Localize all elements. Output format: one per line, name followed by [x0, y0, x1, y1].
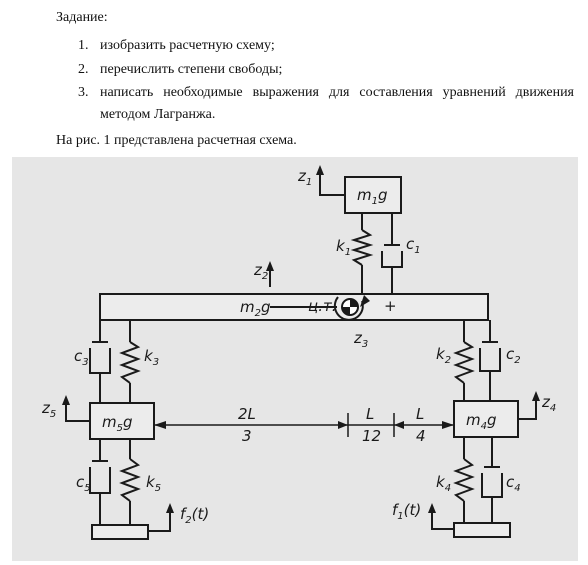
- mass-1-label: m1g: [357, 186, 388, 207]
- figure-background: [12, 157, 578, 561]
- mass-2-label: m2g: [240, 298, 271, 319]
- calculation-scheme-figure: m1g z1 k1 c1 z2 m2g ц.т. + z3 c3 k3 k2 c…: [12, 157, 578, 561]
- z4-label: z4: [541, 393, 556, 414]
- task-item-text: перечислить степени свободы;: [100, 62, 283, 77]
- task-item-number: 2.: [78, 62, 89, 77]
- dimension-L4-denominator: 4: [416, 427, 426, 445]
- damper-c4: [481, 466, 503, 523]
- task-item-1: 1. изобразить расчетную схему;: [56, 34, 574, 58]
- z1-label: z1: [297, 167, 312, 188]
- center-of-gravity-label: ц.т.: [308, 297, 336, 315]
- damper-c2: [479, 341, 501, 401]
- dimension-L12-denominator: 12: [362, 427, 381, 445]
- f2-label: f2(t): [180, 505, 209, 526]
- damper-c5: [89, 460, 111, 525]
- spring-k4: [453, 458, 475, 502]
- damper-c3: [89, 341, 111, 403]
- mass-1-box: [344, 176, 402, 214]
- task-item-text: изобразить расчетную схему;: [100, 38, 275, 53]
- c1-label: c1: [406, 235, 421, 256]
- f1-label: f1(t): [392, 501, 421, 522]
- task-list: 1. изобразить расчетную схему; 2. перечи…: [56, 34, 574, 126]
- k3-label: k3: [144, 347, 159, 368]
- damper-c1: [381, 244, 403, 294]
- base-left: [91, 524, 149, 540]
- task-title: Задание:: [56, 10, 108, 25]
- k5-label: k5: [146, 473, 161, 494]
- figure-intro: На рис. 1 представлена расчетная схема.: [56, 133, 297, 148]
- c4-label: c4: [506, 473, 521, 494]
- base-right: [453, 522, 511, 538]
- plus-sign: +: [384, 297, 397, 315]
- task-item-text: написать необходимые выражения для соста…: [100, 85, 574, 122]
- f1-arrow: [431, 509, 454, 530]
- task-item-number: 1.: [78, 38, 89, 53]
- dimension-2L-denominator: 3: [242, 427, 252, 445]
- beam-body-2: [99, 293, 489, 321]
- k2-label: k2: [436, 345, 451, 366]
- spring-k5: [119, 458, 141, 502]
- dimension-2L-numerator: 2L: [238, 405, 256, 423]
- k4-label: k4: [436, 473, 451, 494]
- z2-label: z2: [253, 261, 268, 282]
- spring-k1: [350, 229, 374, 266]
- dimension-L12-numerator: L: [366, 405, 374, 423]
- c2-label: c2: [506, 345, 521, 366]
- mass-5-label: m5g: [102, 413, 133, 434]
- dimension-L4-numerator: L: [416, 405, 424, 423]
- c5-label: c5: [76, 473, 91, 494]
- k1-label: k1: [336, 237, 351, 258]
- task-item-number: 3.: [78, 85, 89, 100]
- f2-arrow: [148, 509, 171, 532]
- z5-arrow: [65, 401, 90, 422]
- spring-k2: [453, 341, 475, 384]
- z3-rotation-arrow: [333, 296, 364, 321]
- mass-5-box: [89, 402, 155, 440]
- z5-label: z5: [41, 399, 56, 420]
- z3-label: z3: [353, 329, 368, 350]
- task-item-3: 3. написать необходимые выражения для со…: [56, 82, 574, 126]
- z1-arrow: [319, 171, 345, 196]
- c3-label: c3: [74, 347, 89, 368]
- mass-4-label: m4g: [466, 411, 497, 432]
- z4-arrow: [518, 397, 537, 420]
- task-item-2: 2. перечислить степени свободы;: [56, 58, 574, 82]
- spring-k3: [119, 341, 141, 384]
